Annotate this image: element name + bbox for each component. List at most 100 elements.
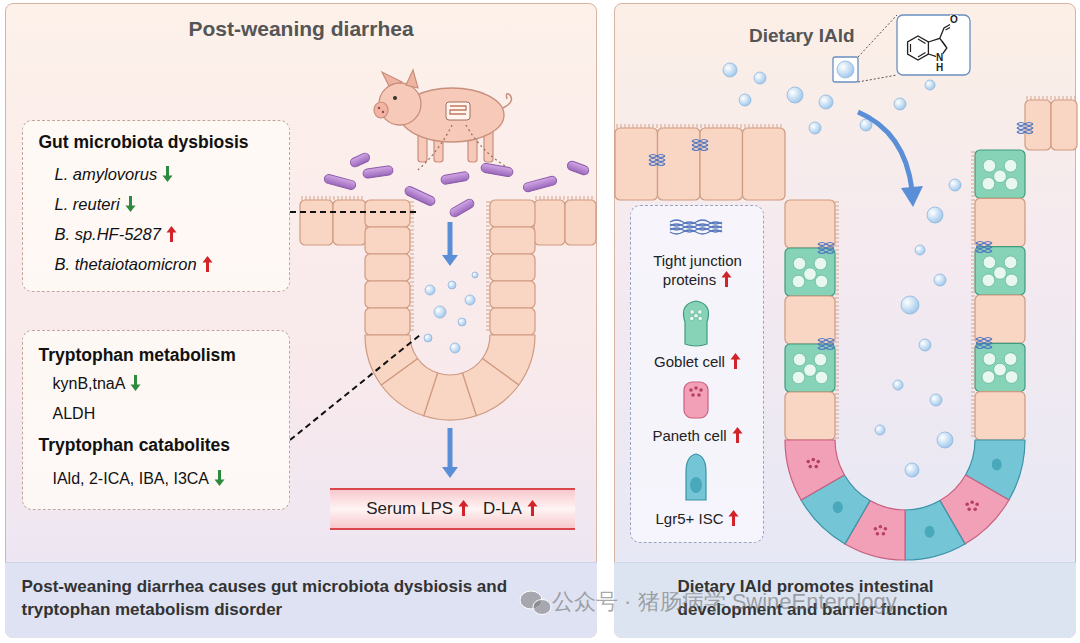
microvillus (971, 268, 975, 269)
microvillus (769, 124, 770, 128)
microvillus (971, 388, 975, 389)
microvillus (649, 124, 650, 128)
metabolite-bubble (893, 380, 903, 390)
microvillus (835, 286, 839, 287)
intestine-icon (450, 106, 466, 114)
microvillus (641, 124, 642, 128)
microvillus (971, 300, 975, 301)
microvillus (835, 434, 839, 435)
cell-granule (965, 502, 969, 506)
node-text: B. thetaiotaomicron (55, 255, 197, 273)
metabolite-bubble (949, 179, 961, 191)
microvillus (486, 246, 490, 247)
tight-junction (976, 242, 992, 245)
box-heading: Gut microbiota dysbiosis (39, 132, 249, 152)
goblet-granule (694, 313, 699, 318)
microvillus (835, 410, 839, 411)
microvillus (584, 196, 585, 200)
microvillus (697, 124, 698, 128)
ent-cell (785, 296, 835, 344)
node-text: Tryptophan catabolites (39, 435, 231, 455)
microvillus (971, 348, 975, 349)
microvillus (410, 218, 414, 219)
goblet-granule (698, 310, 703, 315)
ent-cell (365, 308, 410, 335)
microvillus (733, 124, 734, 128)
microvillus (1059, 96, 1060, 100)
ent-cell (365, 281, 410, 308)
text-row: Post-weaning diarrhea causes gut microbi… (22, 575, 577, 621)
microvillus (486, 234, 490, 235)
microvillus (486, 330, 490, 331)
microvillus (410, 310, 414, 311)
ent-cell (565, 200, 596, 245)
ent-cell (658, 128, 701, 200)
microvillus (576, 196, 577, 200)
node-text: D-LA (483, 499, 522, 518)
microvillus (971, 172, 975, 173)
microvillus (835, 246, 839, 247)
microvillus (971, 324, 975, 325)
microvillus (410, 314, 414, 315)
microvillus (685, 124, 686, 128)
microvillus (410, 234, 414, 235)
tight-junction (976, 342, 992, 345)
microvillus (1043, 96, 1044, 100)
microvillus (971, 168, 975, 169)
microvillus (572, 196, 573, 200)
node-text: L. amylovorus (55, 165, 158, 183)
microvillus (486, 286, 490, 287)
cell-granule (689, 388, 693, 392)
ent-cell (743, 128, 786, 200)
microvillus (657, 124, 658, 128)
microvillus (410, 238, 414, 239)
microvillus (1051, 96, 1052, 100)
tight-junction (818, 247, 834, 250)
metabolite-bubble (919, 339, 931, 351)
microvillus (486, 230, 490, 231)
microvillus (326, 196, 327, 200)
microvillus (835, 202, 839, 203)
intestine-icon (446, 102, 470, 120)
node-text: Post-weaning diarrhea (188, 17, 413, 40)
microvillus (835, 242, 839, 243)
paneth-cell-icon (684, 382, 708, 418)
microvillus (971, 428, 975, 429)
increase-arrow (527, 499, 538, 517)
microvillus (330, 196, 331, 200)
molecule-box (897, 15, 970, 75)
microvillus (971, 272, 975, 273)
microvillus (971, 252, 975, 253)
microvillus (971, 412, 975, 413)
metabolite-bubble (901, 296, 919, 314)
microvillus (1027, 96, 1028, 100)
microvillus (835, 330, 839, 331)
microvillus (835, 350, 839, 351)
microvillus (971, 424, 975, 425)
microvillus (835, 254, 839, 255)
cell-nucleus (690, 477, 702, 493)
cell-granule (879, 525, 883, 529)
tight-junction (976, 338, 992, 341)
increase-arrow (732, 427, 742, 443)
microvillus (486, 218, 490, 219)
microvillus (564, 196, 565, 200)
microvillus (971, 232, 975, 233)
microvillus (486, 302, 490, 303)
microvillus (410, 294, 414, 295)
microvillus (835, 234, 839, 235)
microvillus (410, 306, 414, 307)
goblet-granule (814, 353, 827, 366)
tight-junction (818, 243, 834, 246)
microvillus (835, 226, 839, 227)
microvillus (741, 124, 742, 128)
pig-nostril (378, 107, 380, 109)
increase-arrow (166, 226, 176, 242)
increase-arrow (730, 353, 740, 369)
ent-cell (615, 128, 658, 200)
microvillus (971, 336, 975, 337)
microvillus (971, 368, 975, 369)
gob-cell (975, 150, 1025, 198)
text-row: Tryptophan metabolism (39, 344, 236, 366)
